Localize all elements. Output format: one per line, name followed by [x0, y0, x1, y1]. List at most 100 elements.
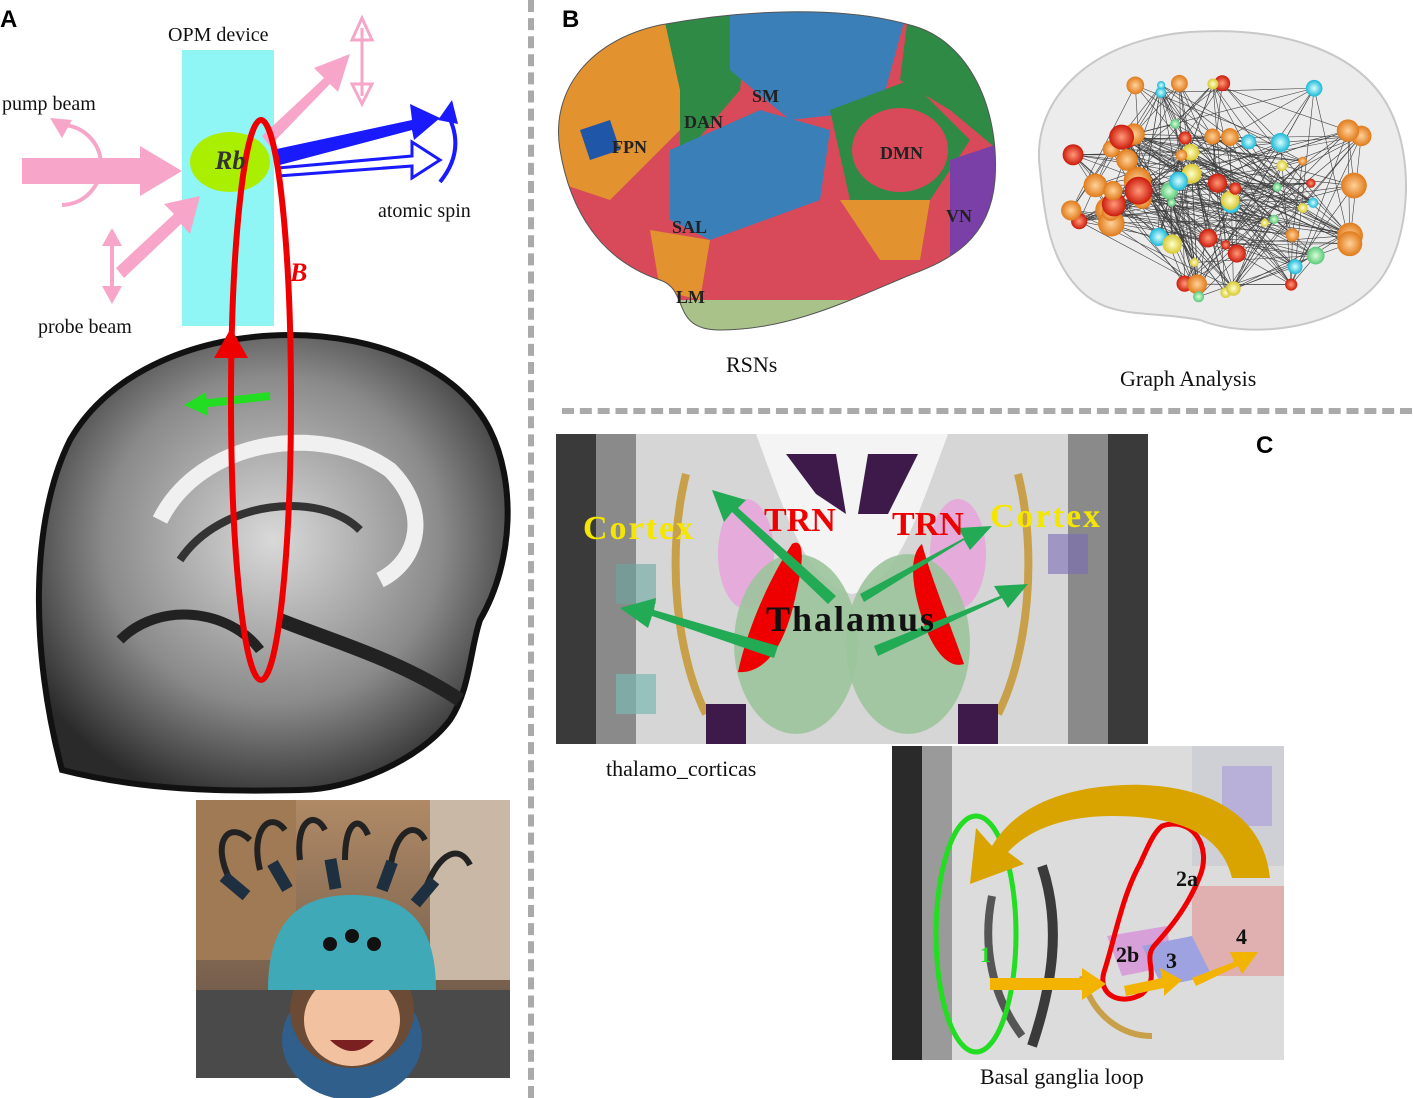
panel-label-c: C	[1256, 432, 1274, 459]
loop-label-3: 3	[1166, 948, 1177, 973]
spin-arrow-filled	[272, 104, 440, 166]
graph-node	[1226, 281, 1241, 296]
graph-node	[1109, 124, 1135, 150]
graph-node	[1229, 182, 1242, 195]
graph-node	[1126, 76, 1145, 95]
magnetic-field-label: B	[290, 258, 308, 287]
graph-edge	[1225, 135, 1362, 293]
graph-analysis-network	[1037, 30, 1408, 331]
network-label-vn: VN	[946, 206, 972, 226]
graph-edge	[1190, 151, 1303, 162]
probe-out-arrow	[262, 54, 350, 146]
spin-arrow-open	[276, 139, 443, 181]
thalamo-cortical-arrows	[620, 490, 1028, 658]
graph-node	[1178, 131, 1192, 145]
graph-node	[1116, 149, 1138, 171]
graph-node	[1170, 74, 1188, 92]
graph-node	[1155, 87, 1167, 98]
loop-arrow-2b-to-3	[1124, 968, 1182, 996]
graph-edge	[1158, 203, 1232, 238]
graph-node	[1170, 119, 1180, 129]
graph-node	[1220, 190, 1240, 210]
graph-node	[1169, 171, 1188, 191]
graph-edge	[1248, 141, 1278, 188]
graph-node	[1272, 182, 1282, 192]
graph-edge	[1292, 160, 1303, 236]
brain-sagittal-mri	[35, 331, 511, 794]
graph-edge	[1196, 165, 1283, 285]
graph-edge	[1235, 188, 1351, 236]
graph-edge	[1229, 136, 1351, 236]
graph-edge	[1233, 135, 1362, 289]
loop-label-2a: 2a	[1176, 866, 1198, 891]
graph-edge	[1160, 87, 1315, 93]
graph-edge	[1212, 83, 1293, 236]
graph-node	[1270, 133, 1290, 153]
magnetic-field-loop	[228, 117, 294, 683]
graph-node	[1214, 75, 1231, 92]
panel-label-a: A	[0, 6, 18, 33]
loop-return-arrow	[970, 784, 1270, 884]
graph-edge	[1208, 202, 1314, 239]
graph-node	[1083, 173, 1108, 198]
graph-edge	[1225, 88, 1315, 245]
rsn-brain-surface	[558, 11, 997, 331]
cortex-loop-oval	[933, 813, 1019, 1055]
spin-precession-icon	[438, 114, 458, 184]
graph-edge	[1233, 222, 1265, 289]
graph-node	[1269, 214, 1279, 224]
graph-node	[1103, 180, 1123, 201]
graph-edge	[1184, 137, 1227, 293]
panel-label-b: B	[562, 6, 580, 33]
graph-edge	[1221, 83, 1348, 234]
graph-node	[1306, 246, 1325, 265]
graph-edge	[1264, 160, 1303, 223]
graph-edge	[1294, 185, 1355, 267]
caption-graph-analysis: Graph Analysis	[1120, 366, 1257, 391]
graph-edge	[1178, 83, 1214, 182]
vertical-divider	[528, 0, 534, 1098]
graph-edge	[1111, 148, 1316, 256]
trn-right-region	[913, 544, 964, 665]
graph-edge	[1184, 137, 1275, 220]
graph-edge	[1160, 92, 1186, 139]
network-label-sm: SM	[752, 86, 779, 106]
graph-edge	[1217, 142, 1281, 184]
graph-edge	[1290, 135, 1362, 285]
basal-ganglia-mri	[892, 746, 1284, 1060]
loop-arrow-3-to-4	[1192, 952, 1258, 986]
graph-node	[1241, 134, 1257, 150]
graph-edge	[1169, 190, 1351, 236]
graph-edge	[1127, 138, 1195, 263]
pump-beam-label: pump beam	[2, 93, 96, 115]
thalamo-cortical-mri	[556, 434, 1148, 744]
graph-edge	[1111, 223, 1198, 285]
graph-edge	[1179, 83, 1213, 137]
graph-node	[1306, 178, 1316, 188]
graph-node	[1308, 197, 1319, 208]
graph-node	[1193, 291, 1205, 303]
graph-node	[1298, 156, 1308, 166]
graph-edge	[1110, 211, 1293, 236]
probe-beam-label: probe beam	[38, 316, 132, 338]
graph-node	[1305, 79, 1323, 97]
graph-edge	[1225, 160, 1303, 245]
graph-edge	[1179, 83, 1209, 239]
current-source-arrow	[199, 392, 271, 408]
graph-node	[1204, 128, 1221, 145]
loop-label-2b: 2b	[1116, 942, 1140, 967]
graph-edge	[1212, 136, 1314, 203]
graph-edge	[1229, 136, 1314, 203]
graph-edge	[1191, 173, 1278, 188]
graph-edge	[1181, 154, 1278, 188]
graph-node	[1285, 278, 1298, 291]
striatum-outline	[1100, 821, 1207, 1002]
graph-edge	[1073, 154, 1293, 236]
graph-node	[1276, 160, 1288, 172]
graph-node	[1175, 149, 1188, 161]
graph-edge	[1184, 137, 1351, 236]
trn-label-left: TRN	[764, 502, 836, 539]
graph-edge	[1079, 220, 1198, 285]
graph-edge	[1313, 88, 1348, 234]
network-label-lm: LM	[676, 287, 705, 307]
